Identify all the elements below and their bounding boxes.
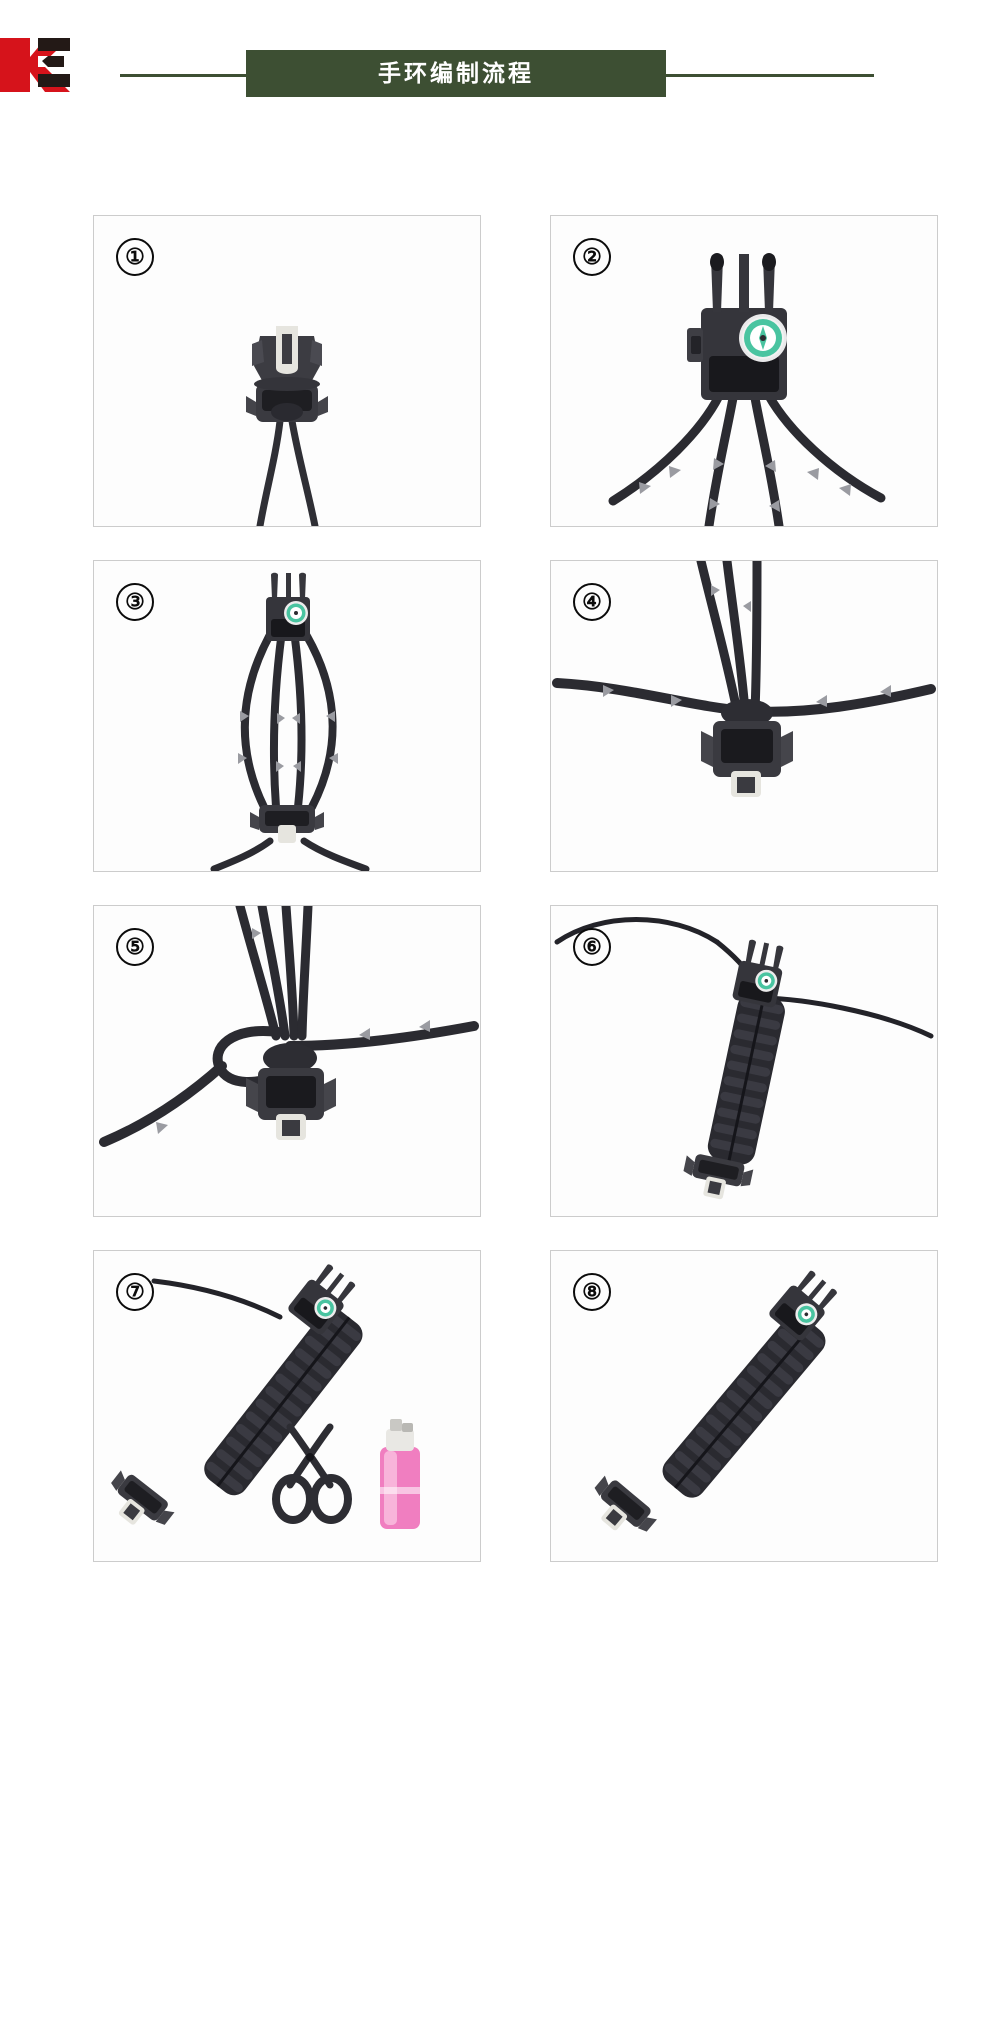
step-photo-4 [551, 561, 937, 871]
steps-row-3: ⑤ [0, 840, 1000, 1217]
step-photo-6 [551, 906, 937, 1216]
step-photo-3 [94, 561, 480, 871]
steps-row-1: ① [0, 150, 1000, 527]
step-photo-5 [94, 906, 480, 1216]
page-title: 手环编制流程 [378, 61, 534, 86]
step-panel-5[interactable]: ⑤ [93, 905, 481, 1217]
header-rule-left [120, 74, 248, 77]
ke-logo [0, 30, 70, 92]
step-badge-3: ③ [116, 583, 154, 621]
step-photo-8 [551, 1251, 937, 1561]
steps-row-4: ⑦ [0, 1185, 1000, 1562]
scissors-shape [272, 1423, 352, 1524]
step-badge-6: ⑥ [573, 928, 611, 966]
step-badge-7: ⑦ [116, 1273, 154, 1311]
lighter-shape [380, 1419, 420, 1529]
steps-grid: ① [0, 150, 1000, 1562]
title-banner: 手环编制流程 [246, 50, 666, 97]
step-photo-7 [94, 1251, 480, 1561]
step-panel-3[interactable]: ③ [93, 560, 481, 872]
step-panel-8[interactable]: ⑧ [550, 1250, 938, 1562]
step-panel-1[interactable]: ① [93, 215, 481, 527]
step-badge-1: ① [116, 238, 154, 276]
step-photo-2 [551, 216, 937, 526]
step-badge-2: ② [573, 238, 611, 276]
step-photo-1 [94, 216, 480, 526]
step-panel-6[interactable]: ⑥ [550, 905, 938, 1217]
page-header: 手环编制流程 [0, 0, 1000, 150]
steps-row-2: ③ [0, 495, 1000, 872]
step-panel-4[interactable]: ④ [550, 560, 938, 872]
header-rule-right [664, 74, 874, 77]
step-badge-5: ⑤ [116, 928, 154, 966]
step-panel-7[interactable]: ⑦ [93, 1250, 481, 1562]
step-panel-2[interactable]: ② [550, 215, 938, 527]
step-badge-8: ⑧ [573, 1273, 611, 1311]
step-badge-4: ④ [573, 583, 611, 621]
